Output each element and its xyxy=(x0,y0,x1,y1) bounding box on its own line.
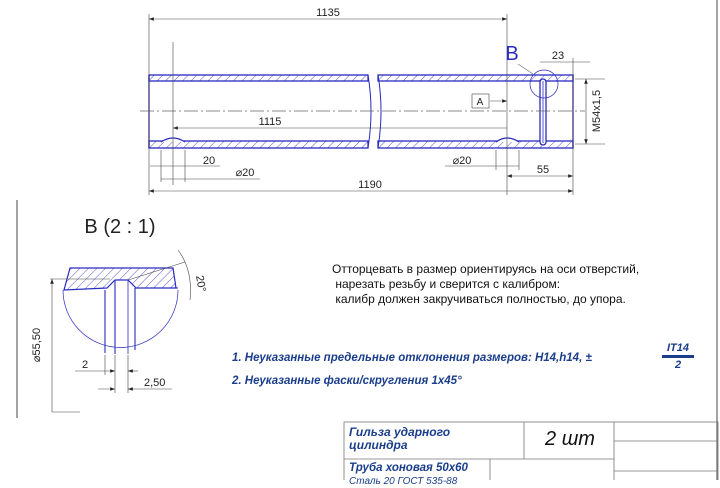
part-name-line: цилиндра xyxy=(349,438,408,452)
section-marker-b: B xyxy=(505,43,518,65)
tolerance-fraction: IT14 2 xyxy=(662,342,694,371)
detail-view xyxy=(50,249,191,413)
quantity: 2 шт xyxy=(545,428,595,450)
dim-thread: M54x1,5 xyxy=(591,90,603,132)
note-line: нарезать резьбу и сверится с калибром: xyxy=(332,277,561,291)
note-line: Отторцевать в размер ориентируясь на оси… xyxy=(332,262,640,276)
detail-angle: 20° xyxy=(193,274,208,292)
requirement-2: 2. Неуказанные фаски/скругления 1x45° xyxy=(232,375,462,387)
dim-55: 55 xyxy=(537,164,549,176)
dim-1135: 1135 xyxy=(316,7,340,19)
material-line: Труба хоновая 50х60 xyxy=(349,462,468,474)
dim-hole-diameter-left: ⌀20 xyxy=(236,167,255,179)
dim-1115: 1115 xyxy=(259,116,282,128)
title-block-grid xyxy=(343,421,719,480)
pipe-view xyxy=(140,63,585,149)
detail-width-2: 2 xyxy=(82,359,88,371)
fraction-denominator: 2 xyxy=(674,359,682,371)
machining-notes: Отторцевать в размер ориентируясь на оси… xyxy=(332,262,639,307)
dimension-lines xyxy=(148,14,605,195)
detail-diameter: ⌀55,50 xyxy=(31,328,43,362)
part-name-line: Гильза ударного xyxy=(349,425,451,439)
dim-hole-diameter-right: ⌀20 xyxy=(453,155,472,167)
detail-title: B (2 : 1) xyxy=(84,216,155,238)
note-line: калибр должен закручиваться полностью, д… xyxy=(332,292,626,306)
material-line: Сталь 20 ГОСТ 535-88 xyxy=(349,476,458,487)
dim-1190: 1190 xyxy=(358,179,382,191)
dim-20: 20 xyxy=(203,155,215,167)
requirement-1: 1. Неуказанные предельные отклонения раз… xyxy=(232,352,592,364)
detail-width-2-50: 2,50 xyxy=(144,377,165,389)
datum-a: A xyxy=(477,97,484,108)
fraction-numerator: IT14 xyxy=(666,342,689,354)
dim-23: 23 xyxy=(552,50,564,62)
